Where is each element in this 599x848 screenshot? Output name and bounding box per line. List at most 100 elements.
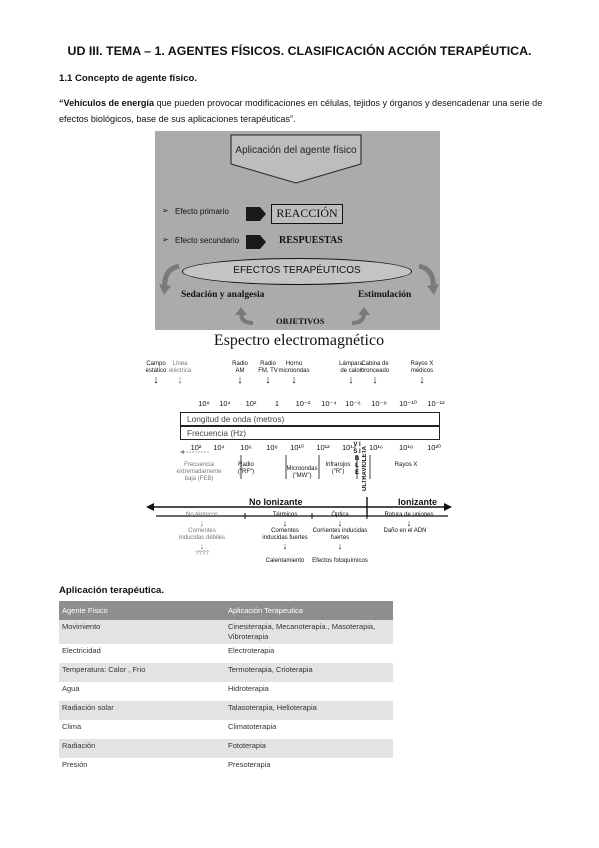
section-heading-application: Aplicación terapéutica.: [59, 585, 165, 596]
curved-arrow-up-right-icon: [351, 307, 370, 325]
band-microwave-label: Microondas: [286, 466, 318, 472]
table-cell-agent: Temperatura: Calor , Frio: [59, 663, 225, 682]
effect-nonthermal-label: No térmicos: [185, 512, 218, 518]
source-label: médicos: [410, 368, 434, 374]
table-cell-agent: Movimiento: [59, 620, 225, 644]
down-arrow-icon: ↓: [372, 374, 378, 386]
frequency-tick: 10¹⁶: [369, 443, 383, 452]
source-label: microondas: [278, 368, 310, 374]
frequency-tick: 10¹⁰: [290, 443, 304, 452]
curved-arrow-right-icon: [418, 264, 439, 295]
table-cell-agent: Radiación solar: [59, 701, 225, 720]
table-cell-application: Cinesiterapia, Mecanoterapia., Masoterap…: [225, 620, 393, 644]
application-pentagon-shape: [230, 134, 362, 184]
table-cell-agent: Clima: [59, 720, 225, 739]
wavelength-tick: 10⁻⁴: [321, 399, 337, 408]
effect-photochemical-label: Efectos fotoquímicos: [312, 558, 368, 564]
primary-effect-label: Efecto primario: [175, 207, 229, 216]
effect-dna-damage-label: Daño en el ADN: [383, 528, 427, 534]
wavelength-tick: 10⁻²: [295, 399, 311, 408]
secondary-arrow-icon: [246, 235, 266, 249]
band-radio-label: Radio: [238, 462, 254, 468]
source-label: de calor: [340, 368, 362, 374]
stimulation-label: Estimulación: [358, 290, 412, 300]
table-cell-application: Electroterapia: [225, 644, 393, 663]
application-box-label: Aplicación del agente físico: [235, 145, 357, 156]
table-header-agent: Agente Físico: [59, 601, 225, 620]
table-cell-agent: Presión: [59, 758, 225, 777]
band-elf-label: extremadamente: [176, 469, 222, 475]
down-arrow-icon: ↓: [348, 374, 354, 386]
arrow-bullet-icon: ➢: [162, 206, 169, 215]
table-cell-application: Presoterapia: [225, 758, 393, 777]
effect-strong-currents-label: Corrientes inducidas: [312, 528, 368, 534]
frequency-label: Frecuencia (Hz): [180, 426, 440, 440]
down-arrow-icon: ↓: [406, 518, 412, 528]
wavelength-tick: 10⁸: [198, 399, 210, 408]
wavelength-tick: 10⁻¹²: [427, 399, 445, 408]
down-arrow-icon: ↓: [282, 541, 288, 551]
source-label: Cabina de: [361, 361, 389, 367]
wavelength-label: Longitud de onda (metros): [180, 412, 440, 426]
source-label: eléctrica: [168, 368, 192, 374]
source-label: Horno: [285, 361, 303, 367]
effect-unknown-label: ????: [195, 551, 209, 557]
source-label: Radio: [260, 361, 276, 367]
definition-text: que pueden provocar modificaciones en cé…: [59, 98, 543, 124]
band-infrared-label: Infrarojos: [325, 462, 351, 468]
down-arrow-icon: ↓: [419, 374, 425, 386]
band-elf-label: Frecuencia: [184, 462, 214, 468]
wavelength-tick: 1: [274, 399, 280, 408]
responses-label: RESPUESTAS: [279, 235, 343, 246]
definition-bold-term: “Vehículos de energía: [59, 98, 155, 108]
band-microwave-label: ("MW"): [292, 473, 312, 479]
source-label: bronceado: [360, 368, 390, 374]
source-label: AM: [235, 368, 245, 374]
band-infrared-label: ("R"): [331, 469, 345, 475]
effect-weak-currents-label: Corrientes: [188, 528, 216, 534]
reaction-box: REACCIÓN: [271, 204, 343, 224]
table-cell-application: Hidroterapia: [225, 682, 393, 701]
wavelength-tick: 10⁻¹⁰: [399, 399, 417, 408]
secondary-effect-label: Efecto secundario: [175, 236, 240, 245]
primary-arrow-icon: [246, 207, 266, 221]
wavelength-tick: 10²: [245, 399, 257, 408]
table-cell-application: Termoterapia, Crioterapia: [225, 663, 393, 682]
down-arrow-icon: ↓: [199, 518, 205, 528]
effect-optical-label: Óptica: [331, 512, 349, 518]
wavelength-tick: 10⁻⁸: [371, 399, 387, 408]
therapeutic-application-table: Agente Físico Aplicación Terapeutica Mov…: [59, 601, 393, 777]
down-arrow-icon: ↓: [265, 374, 271, 386]
effect-thermal-label: Térmicos: [272, 512, 298, 518]
frequency-tick: 10¹⁸: [398, 443, 413, 452]
down-arrow-icon: ↓: [337, 541, 343, 551]
table-header-row: Agente Físico Aplicación Terapeutica: [59, 601, 393, 620]
source-label: Campo: [146, 361, 166, 367]
band-radio-label: ("RF"): [237, 469, 255, 475]
source-label: estático: [145, 368, 167, 374]
source-label: Rayos X: [410, 361, 434, 367]
frequency-tick: 10⁸: [266, 443, 278, 452]
down-arrow-icon: ↓: [291, 374, 297, 386]
down-arrow-icon: ↓: [237, 374, 243, 386]
down-arrow-icon: ↓: [337, 518, 343, 528]
wavelength-tick: 10⁻⁶: [345, 399, 361, 408]
source-label: Línea: [172, 361, 188, 367]
curved-arrow-up-left-icon: [235, 307, 254, 325]
effect-strong-currents-label: fuertes: [330, 535, 350, 541]
frequency-tick: 10¹²: [316, 443, 330, 452]
effect-heating-label: Calentamiento: [265, 558, 305, 564]
band-elf-label: baja (FEB): [184, 476, 214, 482]
document-title: UD III. TEMA – 1. AGENTES FÍSICOS. CLASI…: [67, 44, 532, 58]
curved-arrow-left-icon: [159, 264, 180, 295]
ionizing-label: Ionizante: [398, 497, 438, 507]
table-cell-application: Fototerapia: [225, 739, 393, 758]
definition-paragraph: “Vehículos de energía que pueden provoca…: [59, 95, 549, 127]
frequency-tick: 10⁴: [213, 443, 225, 452]
